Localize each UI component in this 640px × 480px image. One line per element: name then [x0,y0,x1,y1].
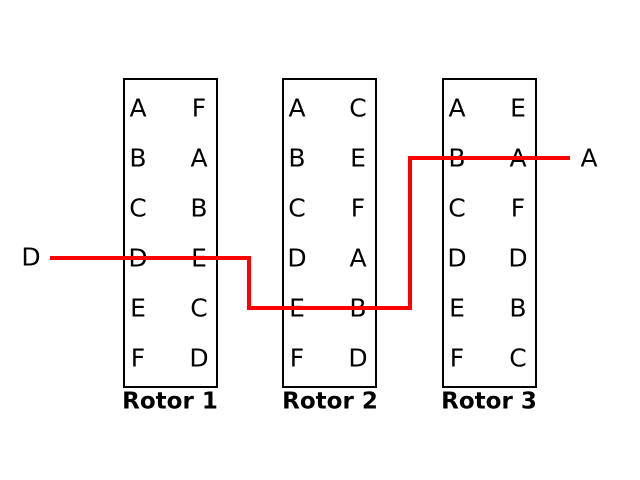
rotor-letter-right: F [510,193,526,222]
rotor-letter-right: A [349,243,367,272]
rotor-letter-right: E [191,243,207,272]
rotor-letter-left: E [289,293,305,322]
rotor-letter-left: D [287,243,307,272]
rotor-row: C F [284,183,375,233]
rotor-letter-right: F [191,93,207,122]
rotor-3-label: Rotor 3 [441,388,537,415]
rotor-row: F D [284,333,375,383]
rotor-letter-right: C [509,343,527,372]
rotor-letter-right: B [509,293,527,322]
rotor-letter-right: C [349,93,367,122]
rotor-letter-right: B [190,193,208,222]
rotor-letter-left: C [448,193,466,222]
rotor-letter-left: B [129,143,147,172]
rotor-row: E C [125,283,216,333]
rotor-letter-left: F [289,343,305,372]
rotor-row: C F [444,183,535,233]
rotor-row: E B [444,283,535,333]
rotor-row: F D [125,333,216,383]
rotor-letter-left: F [130,343,146,372]
rotor-2-rows: A C B E C F D A E B F D [284,83,375,383]
rotor-letter-right: B [349,293,367,322]
rotor-letter-right: A [190,143,208,172]
rotor-row: B E [284,133,375,183]
rotor-letter-right: D [189,343,209,372]
rotor-1-rows: A F B A C B D E E C F D [125,83,216,383]
rotor-letter-right: A [509,143,527,172]
rotor-row: C B [125,183,216,233]
rotor-letter-left: A [288,93,306,122]
rotor-row: B A [444,133,535,183]
rotor-2-label: Rotor 2 [282,388,378,415]
rotor-row: A F [125,83,216,133]
rotor-row: F C [444,333,535,383]
rotor-1-label: Rotor 1 [122,388,218,415]
rotor-3-box: A E B A C F D D E B F C [442,78,537,388]
rotor-letter-right: E [510,93,526,122]
rotor-row: E B [284,283,375,333]
rotor-1-box: A F B A C B D E E C F D [123,78,218,388]
rotor-letter-left: B [288,143,306,172]
rotor-letter-right: F [350,193,366,222]
rotor-letter-left: D [128,243,148,272]
rotor-letter-left: D [447,243,467,272]
rotor-letter-left: B [448,143,466,172]
rotor-3-rows: A E B A C F D D E B F C [444,83,535,383]
rotor-row: A E [444,83,535,133]
rotor-letter-left: F [449,343,465,372]
rotor-letter-left: A [448,93,466,122]
rotor-letter-right: D [348,343,368,372]
rotor-letter-left: C [129,193,147,222]
input-letter-label: D [21,242,41,272]
output-letter-label: A [580,143,598,173]
rotor-letter-right: C [190,293,208,322]
rotor-row: D A [284,233,375,283]
rotor-letter-left: E [130,293,146,322]
rotor-row: A C [284,83,375,133]
rotor-letter-left: C [288,193,306,222]
rotor-letter-right: E [350,143,366,172]
rotor-row: B A [125,133,216,183]
rotor-letter-left: A [129,93,147,122]
rotor-row: D E [125,233,216,283]
rotor-letter-left: E [449,293,465,322]
rotor-row: D D [444,233,535,283]
rotor-2-box: A C B E C F D A E B F D [282,78,377,388]
rotor-letter-right: D [508,243,528,272]
